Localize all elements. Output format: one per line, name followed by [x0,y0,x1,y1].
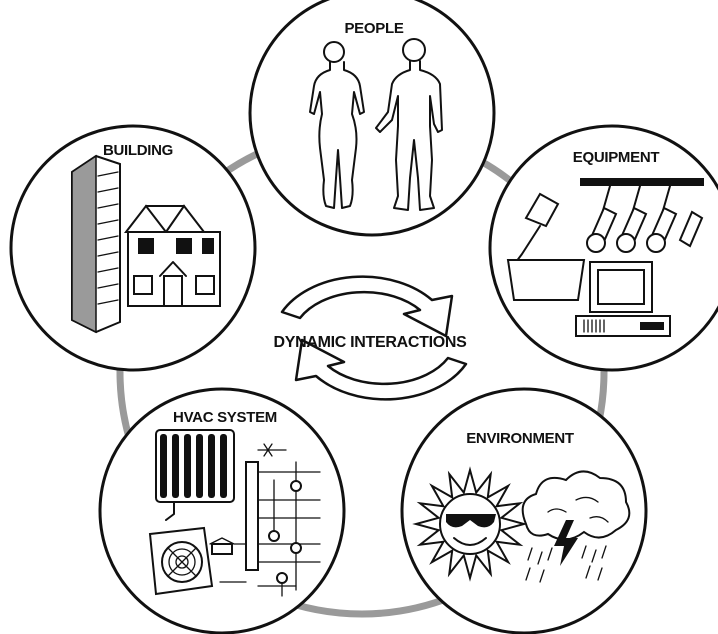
cycle-arrow-top [280,275,454,338]
people-circle [248,0,496,237]
equipment-label: EQUIPMENT [573,149,660,166]
building-label: BUILDING [103,142,173,159]
cycle-arrows-icon [280,275,468,401]
environment-node: ENVIRONMENT [400,387,648,634]
cycle-arrow-bottom [294,338,468,401]
equipment-node: EQUIPMENT [488,124,718,372]
people-label: PEOPLE [344,20,403,37]
projector-icon [506,192,586,301]
piping-schematic-icon [209,443,321,597]
environment-label: ENVIRONMENT [466,430,574,447]
hvac-node: HVAC SYSTEM [98,387,346,634]
storm-cloud-icon [521,470,631,583]
light-rack-icon [580,178,704,253]
hvac-label: HVAC SYSTEM [173,409,277,426]
office-tower-icon [71,154,121,334]
sun-icon [412,466,528,582]
fan-unit-icon [148,526,214,596]
house-icon [123,204,221,307]
building-node: BUILDING [9,124,257,372]
man-icon [375,38,443,211]
radiator-icon [155,429,235,521]
center-label: DYNAMIC INTERACTIONS [273,334,467,351]
computer-icon [575,261,671,337]
people-node: PEOPLE [248,0,496,237]
woman-icon [309,41,365,209]
